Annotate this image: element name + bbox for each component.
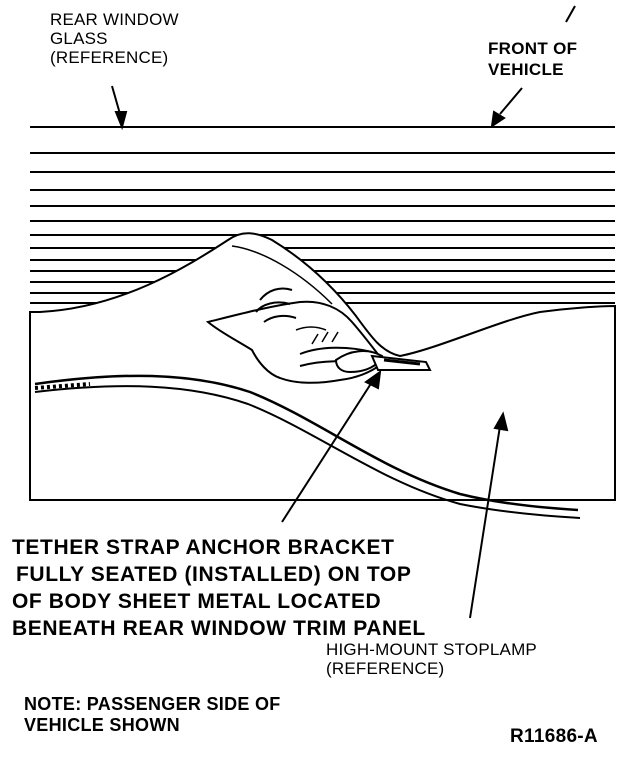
label-line: TETHER STRAP ANCHOR BRACKET [12, 536, 395, 559]
bracket-leader [281, 381, 373, 523]
rear-window-leader [111, 85, 121, 115]
front-of-vehicle-leader [499, 87, 523, 115]
direction-mark [565, 5, 576, 23]
front-of-vehicle-label: FRONT OF VEHICLE [488, 38, 577, 80]
stoplamp-leader [469, 425, 501, 619]
tether-strap-bracket [370, 354, 432, 371]
label-line: VEHICLE [488, 60, 564, 79]
tether-bracket-label: TETHER STRAP ANCHOR BRACKET FULLY SEATED… [12, 534, 426, 642]
label-line: REAR WINDOW [50, 10, 179, 29]
panel-inner-edge [231, 245, 333, 305]
leader-arrows [111, 5, 576, 619]
label-line: HIGH-MOUNT STOPLAMP [326, 640, 537, 659]
rear-window-glass-lines [30, 126, 615, 304]
label-line: BENEATH REAR WINDOW TRIM PANEL [12, 617, 426, 640]
label-line: OF BODY SHEET METAL LOCATED [12, 590, 382, 613]
stoplamp-label: HIGH-MOUNT STOPLAMP (REFERENCE) [326, 640, 537, 678]
label-line: GLASS [50, 29, 108, 48]
rear-window-glass-label: REAR WINDOW GLASS (REFERENCE) [50, 10, 179, 67]
arrowhead [114, 111, 128, 131]
label-line: FULLY SEATED (INSTALLED) ON TOP [16, 563, 412, 586]
label-line: NOTE: PASSENGER SIDE OF [24, 694, 281, 714]
note-label: NOTE: PASSENGER SIDE OF VEHICLE SHOWN [24, 694, 281, 736]
arrowhead [364, 369, 382, 390]
arrowhead [493, 411, 509, 432]
label-line: (REFERENCE) [50, 48, 169, 67]
label-line: FRONT OF [488, 39, 578, 58]
figure-code: R11686-A [510, 726, 598, 747]
arrowhead [490, 110, 506, 129]
hand-illustration [205, 287, 386, 384]
label-line: VEHICLE SHOWN [24, 715, 180, 735]
label-line: (REFERENCE) [326, 659, 445, 678]
